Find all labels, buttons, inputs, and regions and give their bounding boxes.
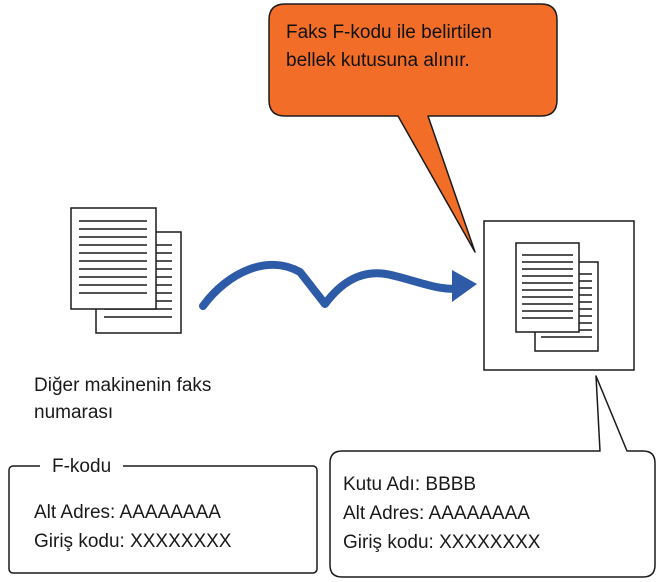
fcode-passcode: Giriş kodu: XXXXXXXX (34, 531, 232, 552)
memory-info-content: Kutu Adı: BBBB Alt Adres: AAAAAAAA Giriş… (343, 470, 540, 557)
memory-sub-address: Alt Adres: AAAAAAAA (343, 503, 530, 524)
curved-arrow-icon (199, 260, 477, 310)
fcode-box-frame (8, 465, 318, 574)
document-stack-icon (70, 207, 182, 334)
speech-callout-shape (268, 3, 558, 253)
sender-label-line-2: numarası (34, 402, 114, 423)
fcode-box-content: Alt Adres: AAAAAAAA Giriş kodu: XXXXXXXX (34, 498, 231, 556)
memory-box-name: Kutu Adı: BBBB (343, 474, 477, 495)
callout-line-1: Faks F-kodu ile belirtilen (286, 22, 492, 43)
memory-info-callout-outline (329, 375, 656, 578)
callout-line-2: bellek kutusuna alınır. (286, 50, 470, 71)
callout-text: Faks F-kodu ile belirtilen bellek kutusu… (286, 19, 492, 75)
memory-box-icon (483, 220, 635, 371)
fcode-sub-address: Alt Adres: AAAAAAAA (34, 502, 221, 523)
fcode-box-title: F-kodu (40, 453, 124, 480)
sender-label-line-1: Diğer makinenin faks (34, 375, 212, 396)
memory-passcode: Giriş kodu: XXXXXXXX (343, 532, 541, 553)
